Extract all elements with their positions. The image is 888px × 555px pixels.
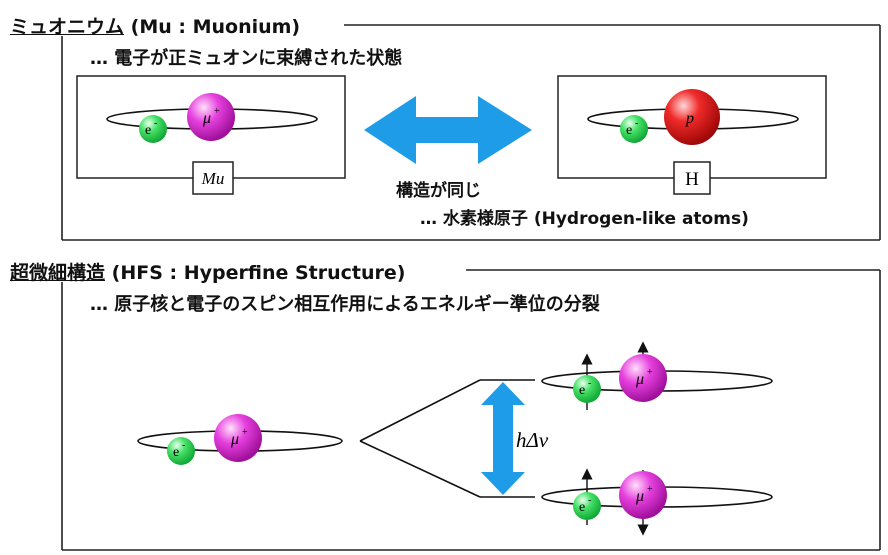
electron-sup-h: -: [635, 118, 638, 129]
electron-sphere-2: [167, 437, 195, 465]
equivalence-label: 構造が同じ: [396, 181, 481, 201]
h-box-label: H: [685, 169, 699, 190]
section2-title: 超微細構造 (HFS : Hyperfine Structure): [10, 258, 405, 285]
mu-box-label: Mu: [201, 169, 225, 188]
svg-text:-: -: [588, 378, 591, 389]
muon-sphere-down: [619, 471, 667, 519]
electron-label: e: [145, 123, 151, 138]
muon-sphere-up: [619, 354, 667, 402]
mu-label-box: Mu: [192, 161, 234, 195]
section1-title-jp: ミュオニウム: [10, 16, 125, 38]
muon-sphere-2: [214, 414, 262, 462]
proton-sphere: [664, 89, 720, 145]
svg-text:+: +: [647, 484, 653, 495]
equivalence-arrow: [364, 96, 532, 164]
hydrogen-atom-panel: p e -: [557, 75, 827, 179]
lower-state-atom: μ + e -: [541, 468, 773, 536]
svg-text:μ: μ: [635, 488, 644, 505]
muon-label: μ: [202, 110, 211, 127]
electron-label-h: e: [626, 123, 632, 138]
unsplit-atom: μ + e -: [137, 414, 343, 465]
splitting-label: hΔν: [516, 428, 549, 452]
electron-sphere-h: [620, 115, 648, 143]
section1-frame: [61, 24, 881, 241]
section2-description: … 原子核と電子のスピン相互作用によるエネルギー準位の分裂: [90, 294, 600, 315]
energy-gap-arrow: [481, 382, 525, 495]
svg-text:+: +: [242, 427, 248, 438]
svg-text:e: e: [579, 500, 585, 515]
section2-title-en: (HFS : Hyperfine Structure): [111, 262, 406, 284]
muon-sphere: [187, 93, 235, 141]
svg-text:e: e: [173, 445, 179, 460]
muon-sup: +: [214, 106, 220, 117]
section2-title-jp: 超微細構造: [10, 262, 106, 284]
svg-text:μ: μ: [230, 431, 239, 448]
section2-frame: [61, 269, 881, 551]
svg-text:+: +: [647, 367, 653, 378]
section1-title: ミュオニウム (Mu : Muonium): [10, 12, 300, 39]
muonium-atom-panel: μ + e -: [76, 75, 346, 179]
section1-title-en: (Mu : Muonium): [130, 16, 301, 38]
electron-sup: -: [154, 118, 157, 129]
h-label-box: H: [673, 161, 711, 195]
hydrogen-like-note: … 水素様原子 (Hydrogen-like atoms): [420, 209, 749, 229]
upper-state-atom: μ + e -: [541, 341, 773, 410]
electron-sphere: [139, 115, 167, 143]
svg-text:μ: μ: [635, 371, 644, 388]
splitting-lines: [359, 379, 535, 498]
proton-label: p: [685, 110, 694, 127]
electron-sphere-up: [573, 375, 601, 403]
svg-text:e: e: [579, 383, 585, 398]
electron-sphere-down: [573, 492, 601, 520]
section1-description: … 電子が正ミュオンに束縛された状態: [90, 48, 403, 69]
svg-text:-: -: [182, 440, 185, 451]
svg-text:-: -: [588, 495, 591, 506]
